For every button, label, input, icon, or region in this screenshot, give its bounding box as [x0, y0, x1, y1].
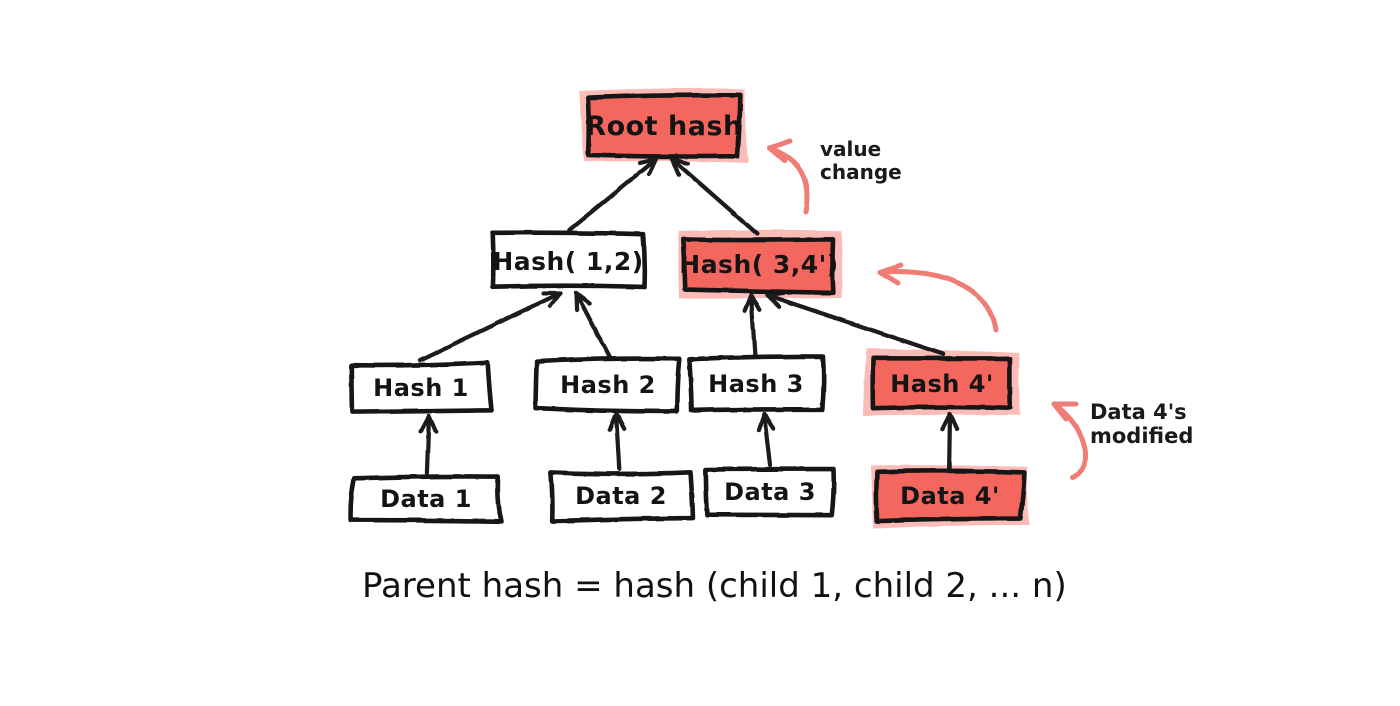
- edge-layer: [418, 156, 960, 476]
- node-box-outline-hash4: [870, 355, 1013, 411]
- node-box-fill-data3: [705, 469, 834, 516]
- node-box-fill-hash4: [872, 358, 1011, 409]
- data4-modified-arrow-head: [1051, 401, 1079, 422]
- node-box-outline-hash2: [533, 356, 682, 414]
- node-box-outline-data3: [703, 466, 837, 518]
- node-box-outline-root: [585, 92, 743, 159]
- node-box-fill-data4: [876, 470, 1025, 522]
- node-box-outline-data2: [548, 469, 696, 524]
- edge-data4-to-hash4: [940, 411, 960, 472]
- value-change-arrow-body: [767, 145, 810, 215]
- node-box-outline-data1: [348, 474, 504, 524]
- node-box-outline-data4: [874, 468, 1027, 524]
- node-box-outline-h12: [490, 230, 648, 290]
- node-box-fill-data2: [550, 472, 693, 522]
- node-box-fill-data1: [350, 476, 502, 522]
- edge-data1-to-hash1: [418, 413, 438, 476]
- edge-data3-to-hash3: [756, 411, 776, 468]
- node-box-outline-hash1: [349, 359, 494, 415]
- node-box-fill-root: [587, 95, 741, 157]
- edge-hash2-to-h12: [573, 290, 612, 360]
- node-box-fill-h12: [492, 232, 645, 287]
- edge-h34-to-root: [669, 156, 760, 237]
- node-box-outline-hash3: [687, 354, 827, 413]
- value-change-arrow-head: [767, 138, 793, 164]
- annotation-arrow-layer: [767, 138, 1088, 481]
- node-box-fill-hash1: [351, 362, 492, 413]
- node-box-outline-h34: [680, 237, 836, 296]
- edge-hash3-to-h34: [742, 292, 762, 358]
- edge-hash1-to-h12: [418, 290, 563, 363]
- edge-h12-to-root: [567, 156, 659, 233]
- edge-data2-to-hash2: [607, 411, 627, 472]
- hash34-change-arrow-body: [877, 269, 999, 333]
- node-box-fill-h34: [682, 239, 834, 293]
- node-outline-layer: [348, 92, 1027, 524]
- edge-hash4-to-h34: [764, 290, 946, 357]
- hash34-change-arrow-head: [877, 262, 904, 286]
- node-box-fill-hash3: [689, 356, 824, 411]
- data4-modified-arrow-body: [1051, 401, 1088, 481]
- node-fill-layer: [350, 95, 1025, 522]
- node-box-fill-hash2: [535, 358, 680, 412]
